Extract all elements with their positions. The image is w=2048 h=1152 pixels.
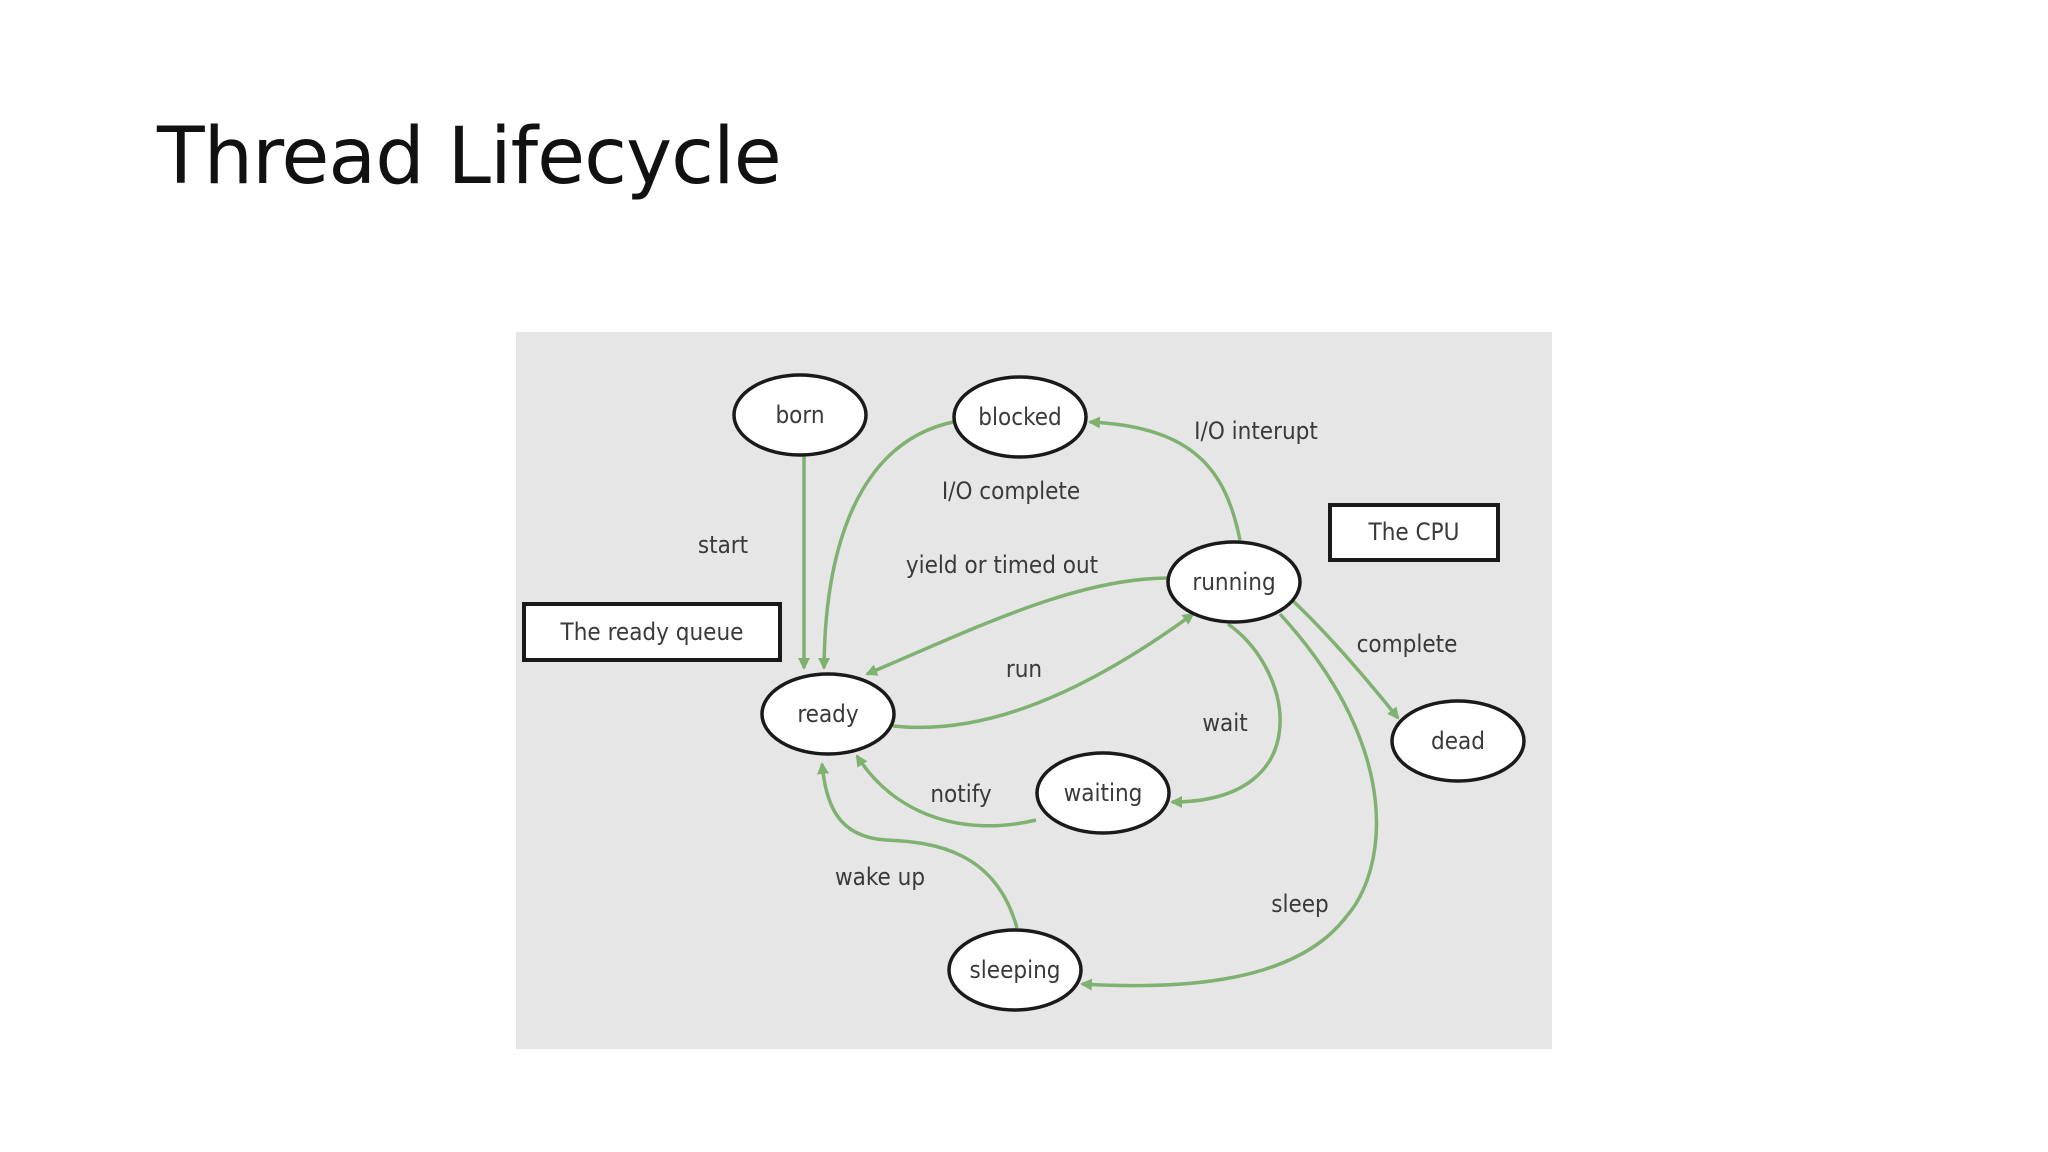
box-cpu-label: The CPU — [1368, 518, 1460, 546]
node-running-label: running — [1192, 568, 1275, 596]
node-ready — [760, 672, 896, 756]
edge-wake-up — [817, 762, 1019, 929]
node-waiting — [1035, 751, 1171, 835]
edge-wait-label: wait — [1202, 709, 1247, 737]
edge-yield-or-timed-out — [865, 576, 1170, 676]
edge-wait — [1170, 622, 1282, 808]
node-sleeping — [947, 928, 1083, 1012]
node-running — [1166, 540, 1302, 624]
edge-run — [892, 612, 1195, 730]
diagram-canvas: born blocked running ready waiting dead … — [516, 332, 1552, 1049]
edge-io-complete-label: I/O complete — [942, 477, 1080, 505]
edge-notify — [855, 754, 1037, 828]
edge-run-label: run — [1006, 655, 1042, 683]
node-sleeping-label: sleeping — [970, 956, 1061, 984]
node-waiting-label: waiting — [1064, 779, 1143, 807]
edge-io-interupt-label: I/O interupt — [1194, 417, 1318, 445]
node-born — [732, 373, 868, 457]
box-cpu — [1328, 503, 1500, 562]
edge-wake-up-label: wake up — [835, 863, 925, 891]
node-blocked — [952, 375, 1088, 459]
edge-complete — [1290, 598, 1400, 720]
box-ready-queue-label: The ready queue — [560, 618, 744, 646]
node-dead — [1390, 699, 1526, 783]
edge-sleep-label: sleep — [1271, 890, 1329, 918]
edge-io-interupt — [1088, 416, 1242, 541]
edge-sleep — [1080, 612, 1379, 991]
slide-title: Thread Lifecycle — [157, 112, 782, 202]
edge-notify-label: notify — [930, 780, 992, 808]
node-blocked-label: blocked — [978, 403, 1061, 431]
thread-lifecycle-diagram: born blocked running ready waiting dead … — [516, 332, 1552, 1049]
box-ready-queue — [522, 602, 782, 662]
node-dead-label: dead — [1431, 727, 1485, 755]
edge-start-label: start — [698, 531, 748, 559]
node-ready-label: ready — [797, 700, 859, 728]
edge-complete-label: complete — [1357, 630, 1458, 658]
edge-yield-label: yield or timed out — [906, 551, 1098, 579]
node-born-label: born — [775, 401, 824, 429]
edge-io-complete — [818, 420, 954, 670]
